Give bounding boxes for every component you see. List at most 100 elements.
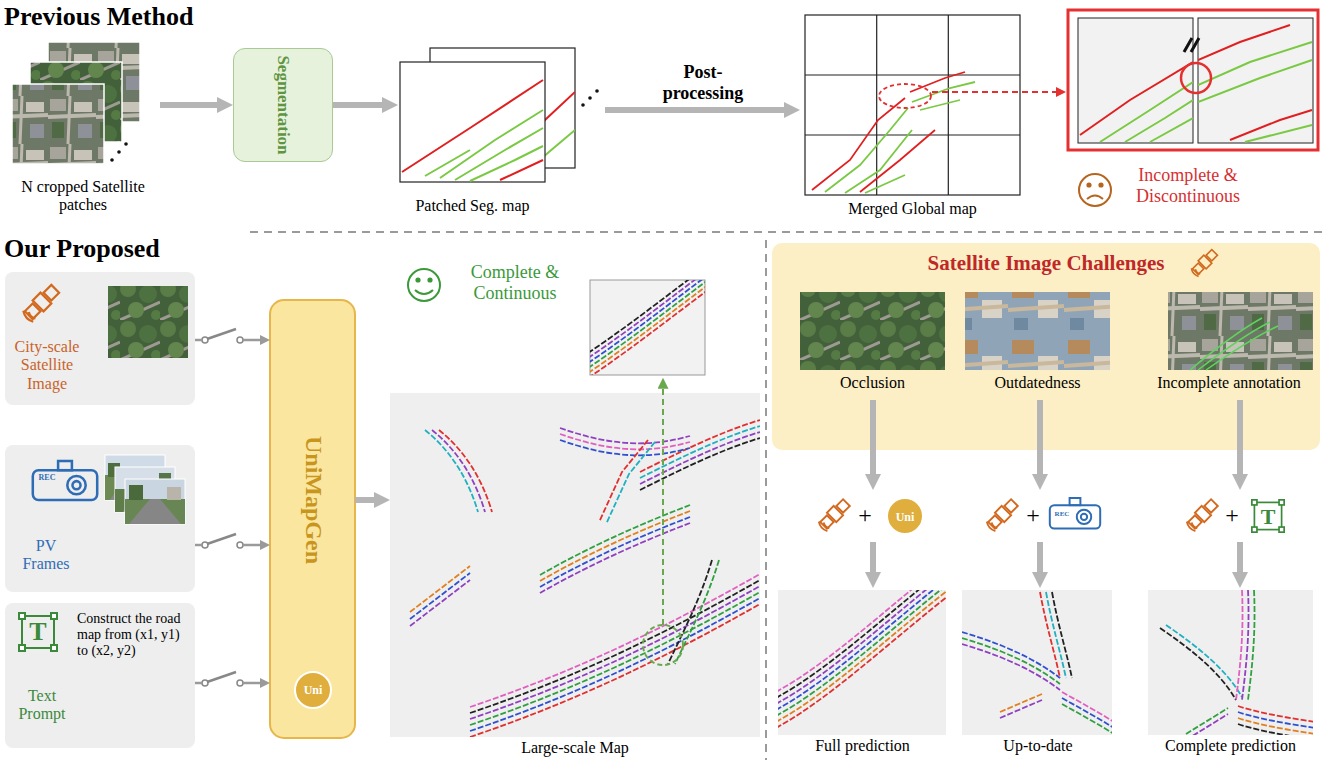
illustration-part (675, 560, 719, 664)
process-box: Segmentation (233, 48, 333, 162)
illustration-part (1198, 60, 1312, 102)
annotation-lanes (1190, 318, 1278, 370)
illustration-part (1187, 498, 1219, 531)
illustration-part (408, 269, 440, 301)
illustration-part (932, 91, 1064, 93)
illustration-part (920, 100, 960, 110)
zoom-view (1068, 10, 1318, 150)
input-combo: +REC (980, 490, 1110, 542)
illustration-part (778, 596, 946, 728)
illustration-part (590, 280, 705, 353)
map-panel: Merged Global map (800, 10, 1025, 220)
illustration-part (1238, 712, 1313, 728)
plus-sign: + (855, 503, 875, 527)
illustration-part (1100, 82, 1193, 142)
illustration-part (5, 445, 195, 592)
illustration-part (962, 644, 1060, 690)
illustration-part (640, 426, 760, 478)
image-panel: Occlusion (795, 290, 950, 400)
illustration-part (1186, 714, 1228, 735)
illustration-part (778, 590, 946, 722)
illustration-part (540, 505, 690, 575)
illustration-part (1198, 25, 1290, 60)
illustration-part (1080, 62, 1193, 142)
illustration-part (237, 542, 243, 548)
illustration-part (1166, 625, 1242, 697)
illustration-part (117, 150, 121, 154)
model-box: UniMapGenUni (270, 300, 355, 738)
illustration-part (1068, 10, 1318, 150)
node-text: Text Prompt (7, 687, 77, 724)
illustration-part (1062, 698, 1112, 728)
image-panel: Outdatedness (960, 290, 1115, 400)
result-ground (778, 590, 946, 735)
illustration-part (540, 523, 690, 593)
illustration-part (1236, 590, 1243, 700)
illustration-part (778, 590, 946, 692)
illustration-part (1040, 592, 1060, 678)
illustration-part (778, 590, 946, 704)
illustration-part (778, 590, 946, 716)
illustration-part (470, 598, 760, 731)
illustration-part (23, 283, 60, 321)
flow-arrow (870, 400, 876, 474)
illustration-part (588, 96, 592, 100)
illustration-part (1198, 42, 1312, 85)
node-text: City-scale Satellite Image (7, 338, 87, 393)
illustration-part (1150, 118, 1193, 142)
result-lanes (1160, 590, 1313, 735)
prompt-text: Construct the road map from (x1, y1) to … (77, 611, 193, 659)
illustration-part (125, 499, 185, 524)
illustration-part (1190, 318, 1262, 370)
illustration-part (1000, 700, 1042, 718)
illustration-part (129, 499, 181, 524)
verdict-text: Incomplete & Discontinuous (1118, 165, 1258, 206)
illustration-part (410, 566, 470, 612)
illustration-part (1099, 183, 1102, 186)
illustration-part (879, 84, 931, 108)
illustration-part (1186, 708, 1228, 734)
merged-map (805, 15, 1064, 195)
illustration-part (207, 329, 236, 339)
flow-arrow (195, 682, 260, 685)
illustration-part (1252, 500, 1284, 532)
illustration-part (455, 128, 543, 180)
illustration-part (1242, 590, 1249, 700)
node-text: N cropped Satellite patches (17, 178, 149, 215)
illustration-part (402, 80, 543, 172)
illustration-part (560, 440, 690, 455)
illustration-part (470, 146, 543, 181)
zoom-arrow (662, 380, 664, 625)
section-heading: Our Proposed (4, 234, 244, 264)
satellite-patches (12, 42, 140, 164)
flow-arrow (160, 102, 217, 108)
illustration-part (845, 130, 912, 193)
illustration-part (1087, 183, 1090, 186)
illustration-part (416, 278, 419, 281)
node-text: Large-scale Map (390, 739, 760, 757)
logo-text: Uni (293, 684, 333, 696)
illustration-part (581, 103, 585, 107)
input-panel: TText PromptConstruct the road map from … (5, 603, 195, 748)
illustration-part (425, 150, 470, 176)
illustration-part (819, 498, 851, 531)
illustration-part (410, 580, 470, 626)
divider (765, 240, 767, 760)
plus-sign: + (1222, 503, 1242, 527)
node-text: Up-to-date (958, 737, 1118, 755)
flow-arrow (870, 542, 876, 572)
outdated-image (965, 292, 1110, 370)
verdict-text: Complete & Continuous (445, 262, 585, 303)
illustration-part (470, 604, 760, 737)
illustration-part (607, 442, 655, 522)
image-stack: Patched Seg. map (398, 45, 605, 227)
illustration-part (125, 479, 185, 524)
result-panel: Full prediction (775, 588, 950, 758)
annotation-image (1168, 292, 1313, 370)
challenge-panel: Satellite Image ChallengesOcclusionOutda… (772, 243, 1320, 450)
flow-arrow (195, 339, 260, 342)
icon-text: REC (35, 474, 59, 482)
edge-label: Post-processing (648, 62, 758, 103)
